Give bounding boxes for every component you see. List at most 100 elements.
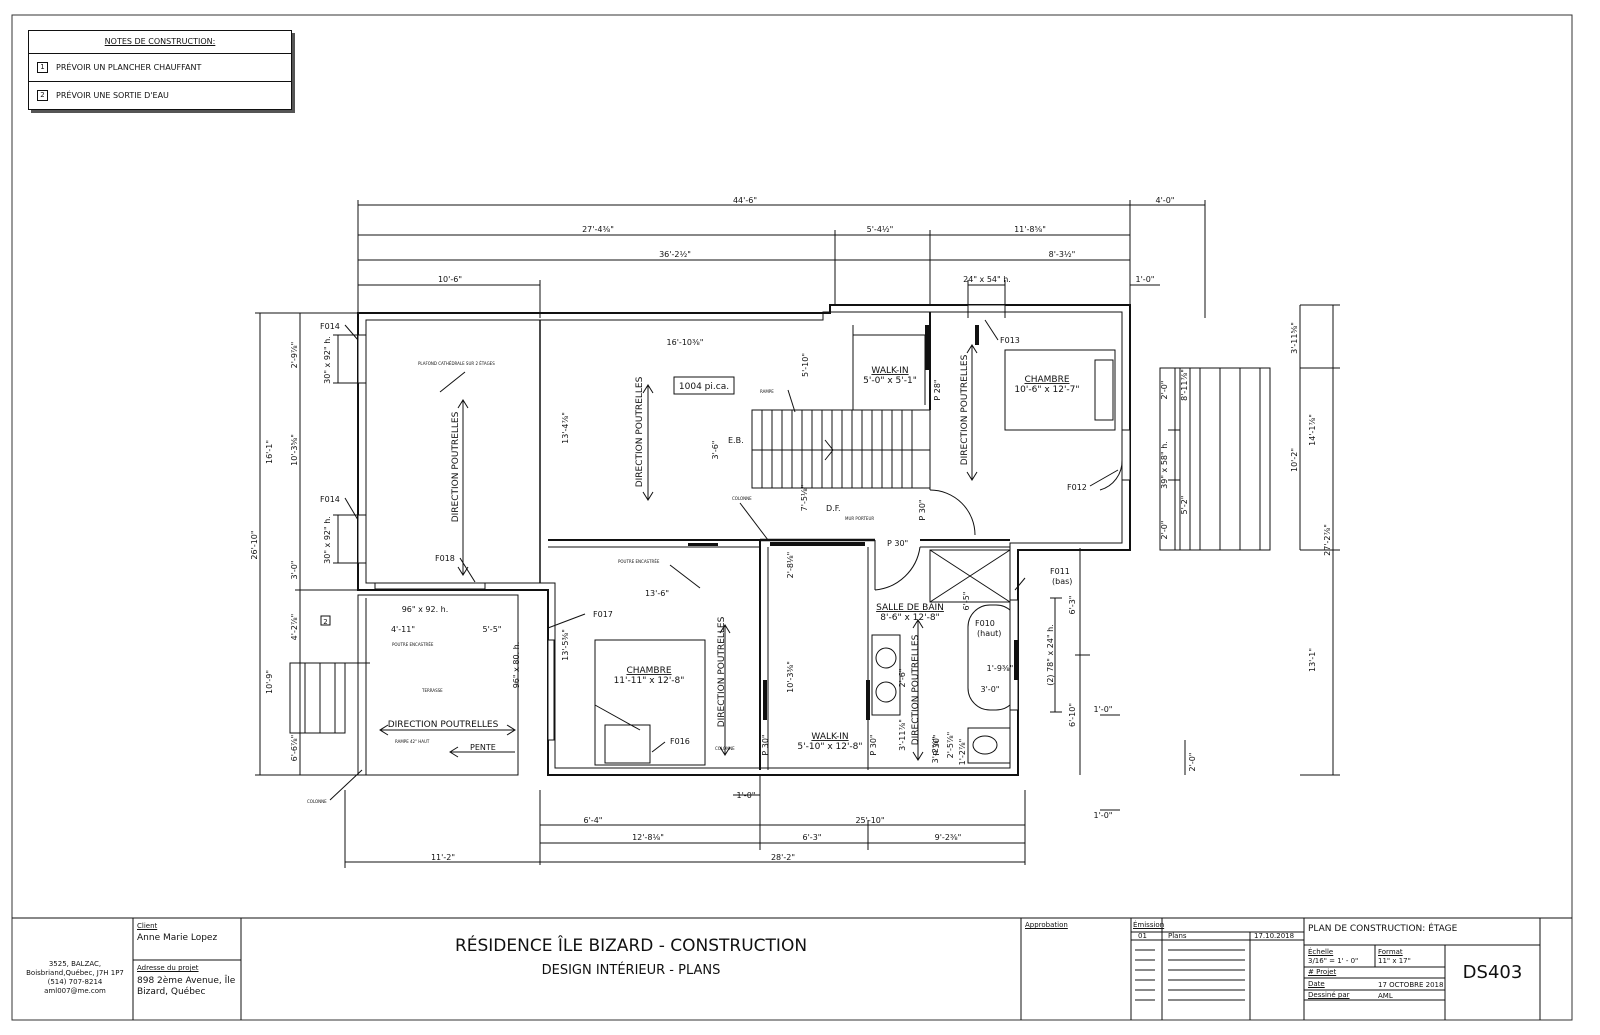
emission-description: Plans [1168, 932, 1187, 940]
dim-left-2: 10'-3⅝" [290, 434, 299, 466]
echelle-value: 3/16" = 1' - 0" [1308, 957, 1359, 965]
label-p30-c: P 30" [761, 734, 770, 755]
dim-int-11: 3'-0" [981, 685, 1000, 694]
sheet-number: DS403 [1462, 962, 1523, 983]
dim-int-1: 13'-4⅞" [561, 412, 570, 444]
label-p30-b: P 30" [918, 499, 927, 520]
format-label: Format [1378, 948, 1403, 956]
note-item-1: 1 PRÉVOIR UN PLANCHER CHAUFFANT [29, 54, 291, 82]
client-name: Anne Marie Lopez [137, 933, 218, 943]
dim-int-3: 13'-5⅜" [561, 629, 570, 661]
project-address-2: Bizard, Québec [137, 987, 206, 997]
dim-int-7: 3'-6" [711, 441, 720, 460]
window-f010: F010 [975, 619, 995, 628]
dim-right-4: 27'-2⅞" [1323, 524, 1332, 556]
label-colonne-b: COLONNE [307, 799, 327, 804]
dim-bottom-2: 6'-4" [584, 816, 603, 825]
dim-int-15: 2'-5⅞" [946, 732, 955, 759]
construction-notes-box: NOTES DE CONSTRUCTION: 1 PRÉVOIR UN PLAN… [28, 30, 292, 110]
dim-left-4: 26'-10" [250, 530, 259, 559]
dim-right-1: 3'-11⅝" [1290, 322, 1299, 354]
window-f013: F013 [1000, 336, 1020, 345]
dim-int-12: 2'-6" [898, 669, 907, 688]
room-bath-size: 8'-6" x 12'-8" [880, 613, 939, 623]
label-poutre-a: POUTRE ENCASTRÉE [618, 559, 660, 564]
window-f010-size: (2) 78" x 24" h. [1046, 624, 1055, 686]
note-number: 2 [37, 90, 48, 101]
label-rampe-haut: RAMPE 42" HAUT [395, 739, 430, 744]
window-f012-size: 39" x 58" h. [1160, 441, 1169, 489]
dim-right-10: 6'-3" [1068, 596, 1077, 615]
window-f014-b: F014 [320, 495, 340, 504]
approbation-label: Approbation [1025, 921, 1068, 929]
dim-top-2: 4'-0" [1156, 196, 1175, 205]
projet-label: # Projet [1308, 968, 1337, 976]
dim-top-8: 10'-6" [438, 275, 462, 284]
joist-label-4: DIRECTION POUTRELLES [717, 616, 727, 727]
window-f014-b-size: 30" x 92" h. [323, 516, 332, 564]
label-rampe: RAMPE [760, 389, 774, 394]
project-title: RÉSIDENCE ÎLE BIZARD - CONSTRUCTION [454, 936, 808, 956]
room-walkin-2-name: WALK-IN [811, 732, 848, 742]
dim-left-6: 4'-2⅞" [290, 614, 299, 641]
company-address: 3525, BALZAC, Boisbriand,Québec, J7H 1P7… [20, 960, 130, 996]
dim-top-10: 24" x 54" h. [963, 275, 1011, 284]
window-f017: F017 [593, 610, 613, 619]
company-line: Boisbriand,Québec, J7H 1P7 [26, 969, 124, 977]
window-f016: F016 [670, 737, 690, 746]
window-f018: F018 [435, 554, 455, 563]
dim-top-9: 1'-0" [1136, 275, 1155, 284]
emission-label: Émission [1133, 921, 1165, 929]
window-f012: F012 [1067, 483, 1087, 492]
dim-top-4: 5'-4½" [867, 225, 894, 234]
dim-int-14: 3'-2⅞" [931, 737, 940, 764]
dim-left-1: 2'-9⅞" [290, 342, 299, 369]
room-walkin-2-size: 5'-10" x 12'-8" [797, 742, 862, 752]
window-f018-size: 96" x 92. h. [402, 605, 449, 614]
window-f017-size: 96" x 80. h. [512, 642, 521, 689]
company-line: 3525, BALZAC, [48, 960, 102, 968]
label-pente: PENTE [470, 743, 496, 752]
dim-bottom-8: 28'-2" [771, 853, 795, 862]
label-eb: E.B. [728, 436, 744, 445]
dim-bottom-7: 11'-2" [431, 853, 455, 862]
room-chambre-1-size: 10'-6" x 12'-7" [1014, 385, 1079, 395]
dim-left-8: 6'-6⅞" [290, 735, 299, 762]
dim-top-11: 16'-10⅜" [667, 338, 704, 347]
label-terrasse: TERRASSE [421, 688, 443, 693]
dim-right-3: 10'-2" [1290, 448, 1299, 472]
label-colonne-a: COLONNE [732, 496, 752, 501]
note-text: PRÉVOIR UNE SORTIE D'EAU [56, 91, 169, 100]
dim-int-9: 6'-5" [962, 592, 971, 611]
emission-date: 17.10.2018 [1254, 932, 1295, 940]
dim-right-14: 1'-0" [1094, 811, 1113, 820]
dessine-label: Dessiné par [1308, 991, 1350, 999]
dim-right-6: 8'-11⅞" [1180, 369, 1189, 401]
dim-bottom-1: 1'-0" [737, 791, 756, 800]
area-label: 1004 pi.ca. [679, 382, 729, 392]
window-f014-a: F014 [320, 322, 340, 331]
company-phone: (514) 707-8214 [47, 978, 103, 986]
room-chambre-2-name: CHAMBRE [626, 666, 671, 676]
emission-number: 01 [1138, 932, 1147, 940]
dim-right-13: 2'-0" [1188, 753, 1197, 772]
date-value: 17 OCTOBRE 2018 [1378, 981, 1444, 989]
dim-right-7: 2'-0" [1160, 381, 1169, 400]
dim-right-5: 13'-1" [1308, 648, 1317, 672]
room-chambre-2-size: 11'-11" x 12'-8" [614, 676, 685, 686]
format-value: 11" x 17" [1378, 957, 1411, 965]
label-p30-d: P 30" [869, 734, 878, 755]
label-mur-porteur: MUR PORTEUR [845, 516, 874, 521]
dim-top-3: 27'-4⅜" [582, 225, 614, 234]
client-label: Client [137, 922, 158, 930]
dim-int-5: 5'-10" [801, 353, 810, 377]
dim-int-4: 10'-3⅜" [786, 661, 795, 693]
sheet-title: PLAN DE CONSTRUCTION: ÉTAGE [1308, 924, 1458, 934]
dim-int-13: 3'-11⅞" [898, 719, 907, 751]
note-number: 1 [37, 62, 48, 73]
dim-right-11: 6'-10" [1068, 703, 1077, 727]
dim-bottom-3: 25'-10" [855, 816, 884, 825]
project-address-1: 898 2ème Avenue, Île [137, 976, 236, 986]
